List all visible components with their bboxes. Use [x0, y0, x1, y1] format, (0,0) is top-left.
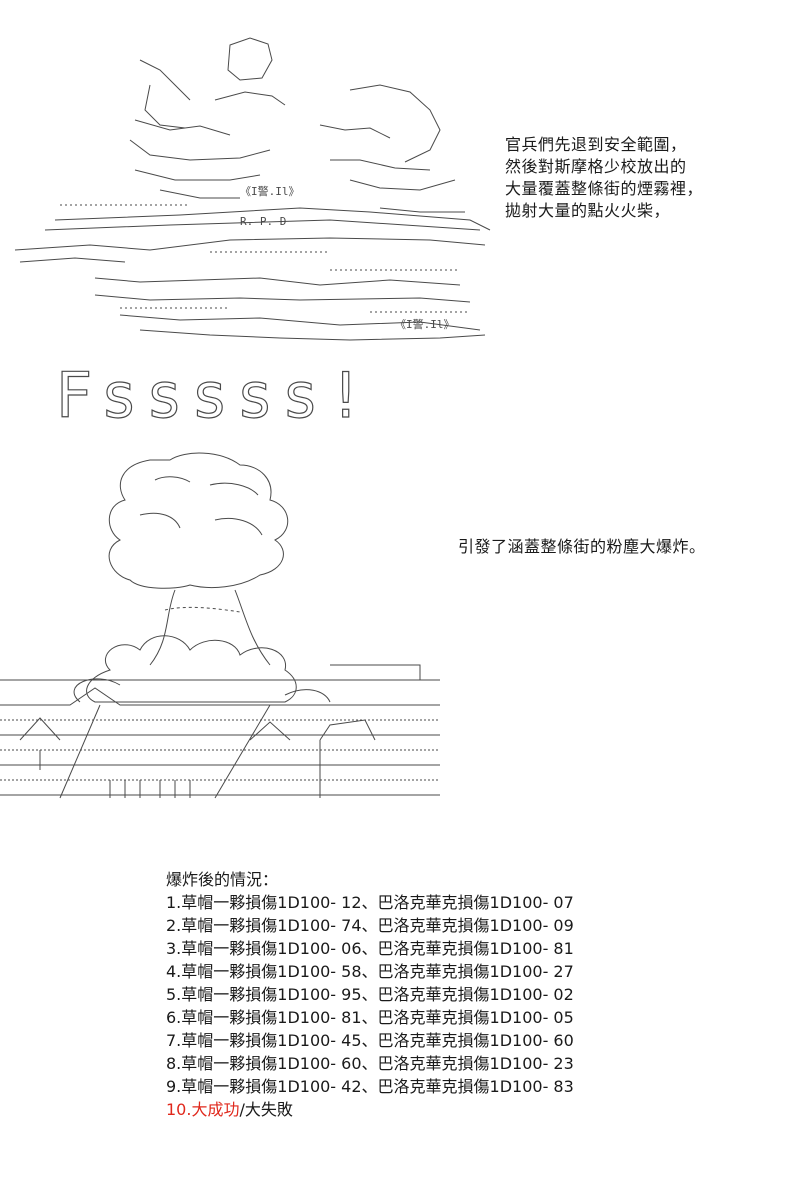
result-row: 1.草帽一夥損傷1D100- 12、巴洛克華克損傷1D100- 07 — [166, 893, 574, 912]
critical-failure-label: /大失敗 — [239, 1100, 293, 1119]
result-row-final: 10.大成功/大失敗 — [166, 1098, 686, 1121]
result-row: 4.草帽一夥損傷1D100- 58、巴洛克華克損傷1D100- 27 — [166, 962, 574, 981]
soldiers-ascii-art: 《I警.Il》 R. P. D 《I警.Il》 — [14, 37, 491, 341]
result-row: 6.草帽一夥損傷1D100- 81、巴洛克華克損傷1D100- 05 — [166, 1008, 574, 1027]
critical-success-label: 10.大成功 — [166, 1100, 240, 1119]
narration-retreat: 官兵們先退到安全範圍， 然後對斯摩格少校放出的 大量覆蓋整條街的煙霧裡， 拋射大… — [505, 135, 704, 220]
police-label-2: 《I警.Il》 — [395, 317, 455, 331]
police-label: 《I警.Il》 — [240, 184, 300, 198]
result-row: 3.草帽一夥損傷1D100- 06、巴洛克華克損傷1D100- 81 — [166, 939, 574, 958]
narration-explosion: 引發了涵蓋整條街的粉塵大爆炸。 — [458, 537, 706, 556]
sound-effect-text: Fsssss!!! — [55, 359, 375, 432]
result-row: 2.草帽一夥損傷1D100- 74、巴洛克華克損傷1D100- 09 — [166, 916, 574, 935]
explosion-ascii-art — [0, 452, 440, 799]
result-row: 9.草帽一夥損傷1D100- 42、巴洛克華克損傷1D100- 83 — [166, 1077, 574, 1096]
results-heading: 爆炸後的情況： — [166, 870, 279, 889]
result-row: 5.草帽一夥損傷1D100- 95、巴洛克華克損傷1D100- 02 — [166, 985, 574, 1004]
results-list: 爆炸後的情況： 1.草帽一夥損傷1D100- 12、巴洛克華克損傷1D100- … — [166, 868, 686, 1121]
result-row: 8.草帽一夥損傷1D100- 60、巴洛克華克損傷1D100- 23 — [166, 1054, 574, 1073]
result-row: 7.草帽一夥損傷1D100- 45、巴洛克華克損傷1D100- 60 — [166, 1031, 574, 1050]
sound-effect-art: Fsssss!!! — [55, 358, 375, 432]
badge-label: R. P. D — [240, 215, 286, 228]
